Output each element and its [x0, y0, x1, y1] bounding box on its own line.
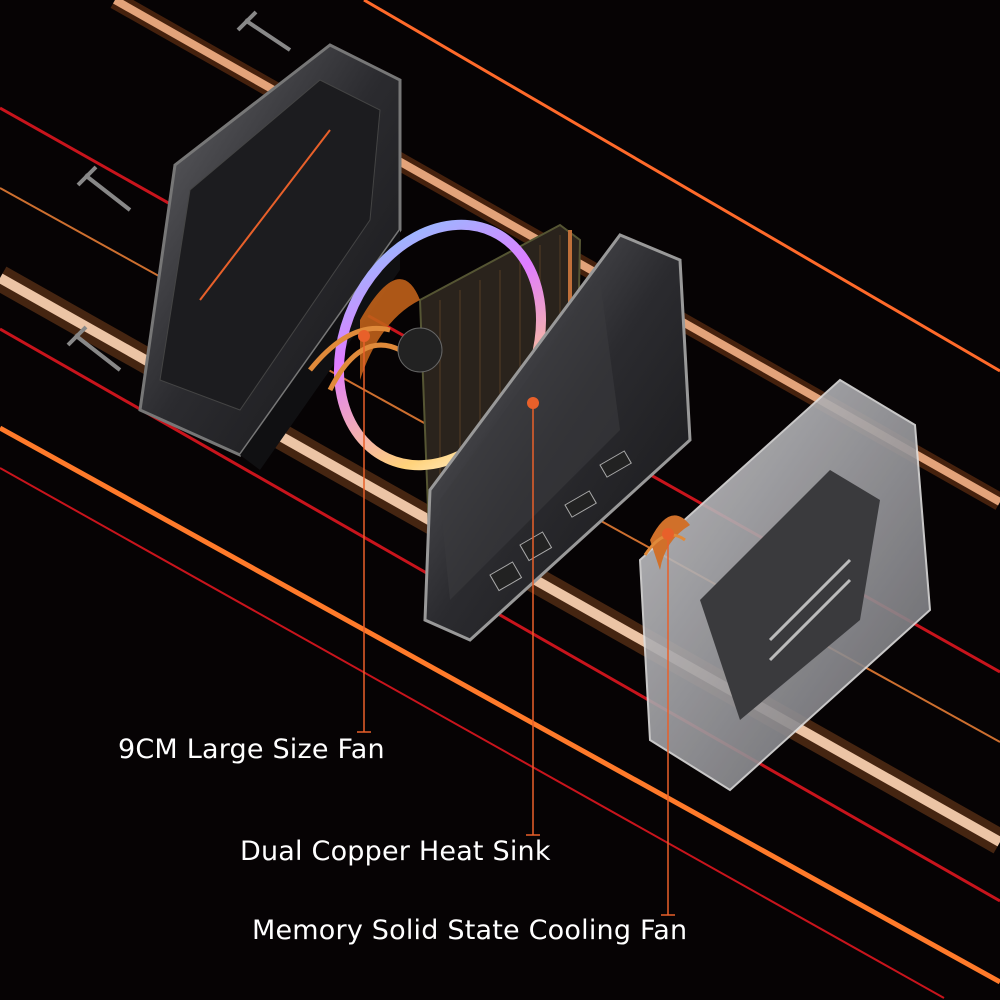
callout-leaders [357, 336, 675, 916]
memory-fan-callout-dot [662, 528, 674, 540]
fan-callout-dot [358, 330, 370, 342]
heatsink-callout-dot [527, 397, 539, 409]
screw-icons [66, 10, 292, 372]
memory-fan-label: Memory Solid State Cooling Fan [252, 915, 688, 946]
fan-label: 9CM Large Size Fan [118, 734, 385, 765]
top-cover [138, 43, 402, 470]
heatsink-label: Dual Copper Heat Sink [240, 836, 551, 867]
bottom-frame [638, 378, 932, 792]
main-chassis [423, 233, 692, 642]
